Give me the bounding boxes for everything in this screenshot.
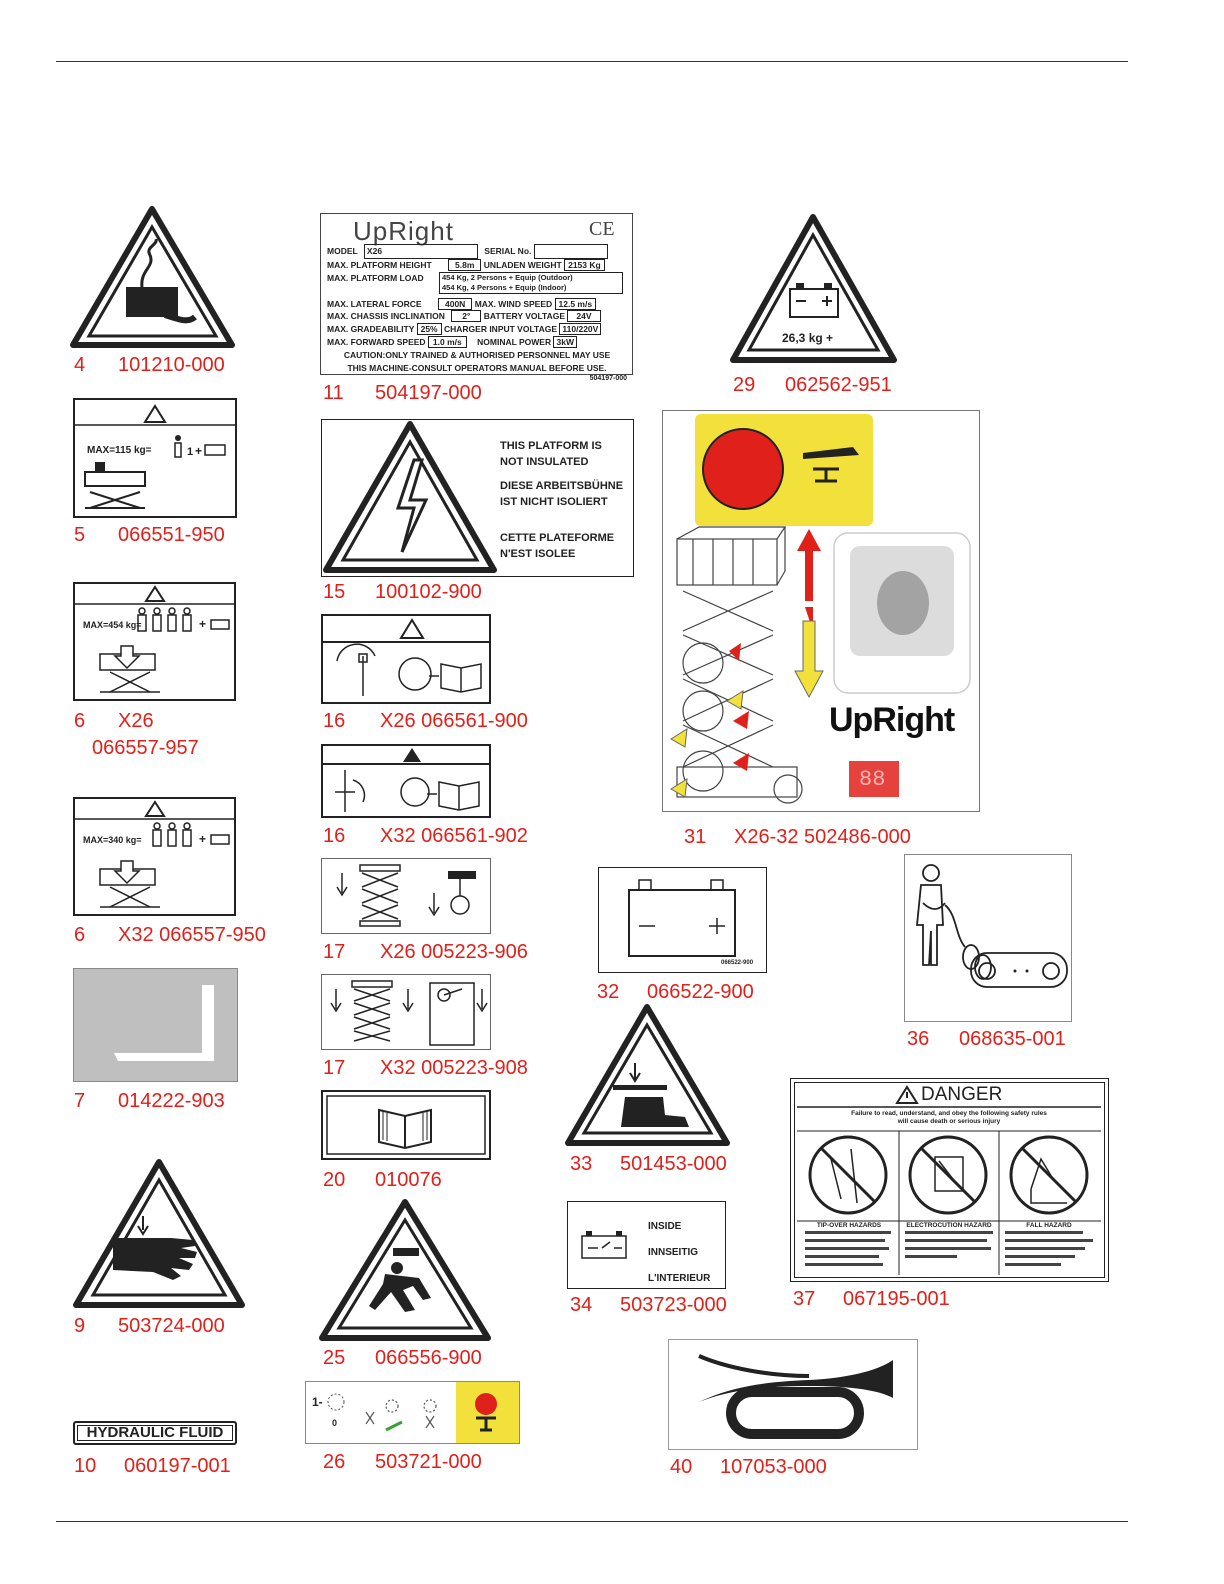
decal-31-display: 88 [859, 767, 886, 792]
svg-text:1-: 1- [312, 1395, 323, 1409]
decal-11-serial-plate: UpRight CE MODEL X26 SERIAL No. MAX. PLA… [320, 213, 633, 382]
decal-6a-max-text: MAX=454 kg= [83, 620, 142, 630]
svg-text:+: + [199, 832, 206, 846]
footer-rule [56, 1521, 1128, 1522]
decal-6-x32-max-load: + MAX=340 kg= [73, 797, 236, 916]
decal-29-battery-weight: 26,3 kg + [730, 213, 897, 365]
svg-text:1: 1 [187, 446, 193, 458]
decal-17-x32-emergency-lowering [321, 974, 491, 1050]
decal-26-control-strip: 1- 0 [305, 1381, 520, 1444]
decal-40-horn [668, 1339, 918, 1450]
decal-20-read-manual [321, 1090, 491, 1160]
decal-31-control-panel: UpRight 88 [662, 410, 980, 812]
hazard-3: FALL HAZARD [1026, 1222, 1072, 1229]
decal-36-lanyard-anchor [904, 854, 1072, 1022]
decal-25-crush-hazard [319, 1198, 491, 1343]
decal-9-hand-crush [73, 1158, 245, 1310]
svg-text:+: + [199, 617, 206, 631]
decal-31-brand: UpRight [829, 701, 955, 739]
plate-fields: MODEL X26 SERIAL No. MAX. PLATFORM HEIGH… [327, 244, 627, 383]
decal-16-x32-manual-lever [321, 744, 491, 818]
decal-10-hydraulic-fluid: HYDRAULIC FLUID [73, 1421, 237, 1445]
battery-weight-text: 26,3 kg + [782, 331, 834, 345]
decal-7-fork-pocket [73, 968, 238, 1082]
hazard-1: TIP-OVER HAZARDS [816, 1222, 882, 1229]
decal-4-acid-warning [70, 205, 235, 350]
header-rule [56, 61, 1128, 62]
decal-32-code: 066522-900 [721, 960, 754, 966]
decal-6b-max-text: MAX=340 kg= [83, 835, 142, 845]
svg-text:0: 0 [332, 1418, 337, 1428]
ce-mark: CE [589, 218, 615, 240]
decal-37-danger-safety-rules: DANGER Failure to read, understand, and … [790, 1078, 1109, 1282]
danger-subtitle: Failure to read, understand, and obey th… [851, 1110, 1047, 1125]
decal-5-max-load: 1 + MAX=115 kg= [73, 398, 237, 518]
decal-32-battery: 066522-900 [598, 867, 767, 973]
decal-6-x26-max-load: + MAX=454 kg= [73, 582, 236, 701]
decal-16-x26-manual-lever [321, 614, 491, 704]
decal-33-foot-crush [565, 1003, 730, 1148]
decal-17-x26-emergency-lowering [321, 858, 491, 934]
plate-brand: UpRight [353, 216, 454, 246]
hazard-2: ELECTROCUTION HAZARD [906, 1222, 992, 1229]
svg-text:+: + [195, 444, 202, 458]
danger-title: DANGER [921, 1084, 1003, 1105]
decal-5-max-text: MAX=115 kg= [87, 445, 152, 456]
